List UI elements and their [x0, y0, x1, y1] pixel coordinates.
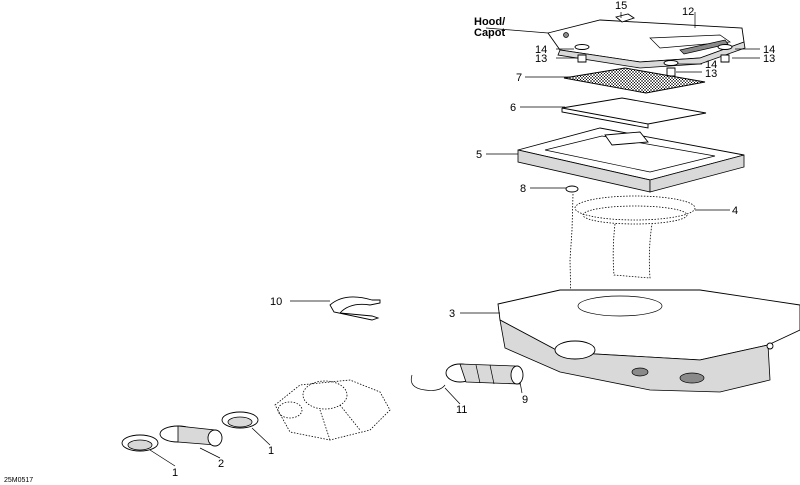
clamp-part	[329, 296, 381, 321]
carburetor-part	[274, 379, 391, 441]
intake-boot-part	[445, 363, 524, 385]
carb-clamp-part	[221, 411, 259, 429]
callout-3: 3	[449, 308, 455, 320]
callout-1-boot: 1	[172, 467, 178, 479]
grommet-part	[565, 185, 579, 193]
boot-clamp-part	[121, 434, 159, 452]
screen-part	[563, 67, 706, 94]
filter-plate-part	[561, 97, 707, 129]
callout-2: 2	[218, 458, 224, 470]
callout-15: 15	[615, 0, 627, 12]
hood-part	[547, 13, 746, 69]
callout-13-right: 13	[763, 53, 775, 65]
callout-13-mid: 13	[705, 68, 717, 80]
fastener-parts	[574, 44, 733, 77]
callout-10: 10	[270, 296, 282, 308]
filter-tray-part	[517, 127, 745, 193]
airbox-part	[497, 289, 800, 393]
silencer-funnel-part	[574, 195, 696, 279]
spring-clip-part	[410, 374, 446, 391]
callout-14-right: 14	[763, 44, 775, 56]
callout-7: 7	[516, 72, 522, 84]
callout-12: 12	[682, 6, 694, 18]
callout-9: 9	[522, 394, 528, 406]
callout-11: 11	[456, 404, 467, 416]
callout-1-carb: 1	[268, 445, 274, 457]
leader-lines	[149, 12, 760, 467]
hood-label-line-1: Hood/	[474, 16, 505, 28]
callout-6: 6	[510, 102, 516, 114]
callout-14-left: 14	[535, 44, 547, 56]
hood-label-line-2: Capot	[474, 27, 506, 39]
callout-8: 8	[520, 183, 526, 195]
callout-4: 4	[732, 205, 738, 217]
sleeve-part	[159, 425, 223, 447]
callout-14-mid: 14	[705, 59, 717, 71]
callout-5: 5	[476, 149, 482, 161]
drawing-code: 25M0517	[4, 477, 33, 484]
callout-13-left: 13	[535, 53, 547, 65]
